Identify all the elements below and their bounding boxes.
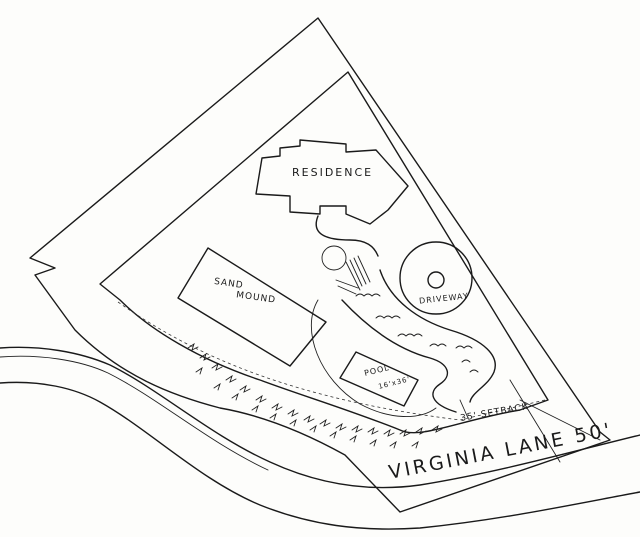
pool-outline xyxy=(339,351,419,407)
buildable-boundary xyxy=(99,71,549,434)
setback-line xyxy=(117,301,546,421)
stone-steps xyxy=(335,255,371,295)
residence-walkway xyxy=(315,215,379,257)
wooded-area-hatch xyxy=(187,342,443,449)
driveway-left-edge xyxy=(341,299,457,413)
road-edge-inner xyxy=(0,355,269,471)
driveway-plantings xyxy=(355,293,479,373)
driveway-turnaround xyxy=(399,241,473,315)
property-boundary xyxy=(29,17,611,513)
driveway-right-edge xyxy=(379,269,496,403)
driveway-island xyxy=(427,271,445,289)
sand-mound-outline xyxy=(177,247,327,367)
residence-outline xyxy=(255,139,409,225)
road-edge-lower xyxy=(0,381,640,530)
lawn-edge xyxy=(310,299,437,417)
shrub-circle xyxy=(321,245,347,271)
road-edge-upper xyxy=(0,346,640,489)
residence-label: RESIDENCE xyxy=(292,166,374,179)
setback-leader xyxy=(459,379,601,463)
